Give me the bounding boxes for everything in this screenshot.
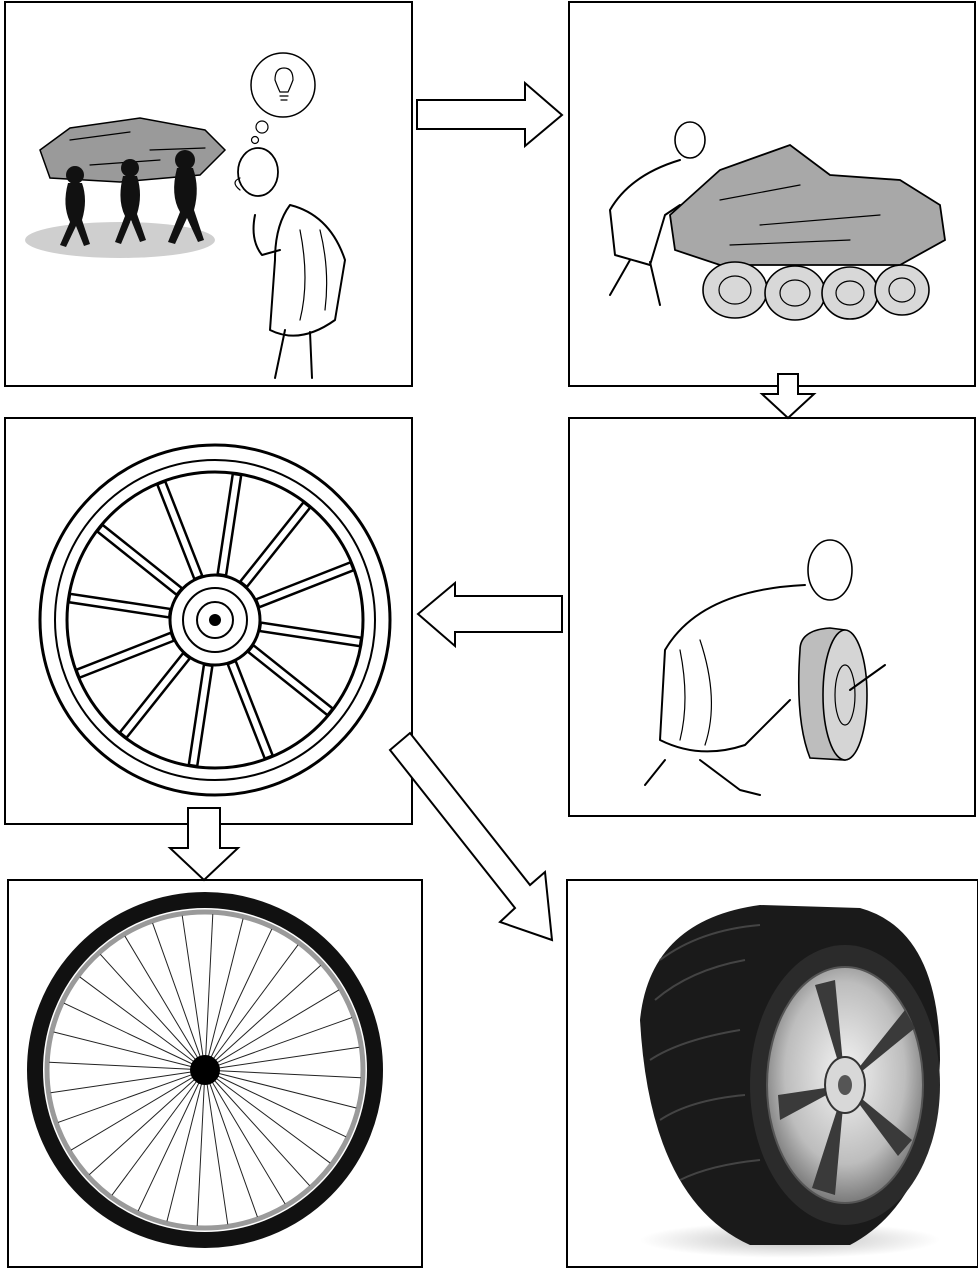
bicycle-spoke [50, 1071, 192, 1094]
bicycle-spoke [206, 1083, 229, 1225]
bicycle-spoke [215, 1077, 331, 1164]
arrow-rollers-to-carving [759, 373, 817, 420]
bicycle-spoke [205, 914, 214, 1057]
panel-carving [568, 417, 976, 817]
wooden-spoke-highlight [99, 526, 181, 594]
wooden-spoke-highlight [158, 482, 201, 578]
bicycle-spoke [88, 1079, 195, 1176]
bicycle-spoke [212, 944, 299, 1060]
wooden-spoked-wheel-icon [38, 443, 392, 797]
wooden-spoke-highlight [229, 662, 272, 758]
bicycle-spoke [216, 989, 340, 1064]
bicycle-spoke [53, 1031, 192, 1068]
bicycle-spoke [111, 1080, 198, 1196]
man-carving-log-wheel-icon [644, 539, 886, 796]
wooden-spoke-highlight [257, 563, 353, 606]
rock-on-log-rollers-icon [609, 121, 946, 321]
wooden-spoke-highlight [190, 666, 211, 765]
bicycle-spoke [124, 935, 199, 1059]
bicycle-spoke [57, 1074, 192, 1123]
arrow-idea-to-rollers [416, 80, 564, 149]
car-tire-icon [640, 905, 940, 1258]
panel-bicycle-wheel [7, 879, 423, 1268]
bicycle-spoke [79, 976, 195, 1063]
panel-rollers [568, 1, 976, 387]
bicycle-spoke [211, 1081, 286, 1205]
arrow-spoked-wheel-to-car-tire [388, 731, 554, 942]
bicycle-spoke [218, 1070, 361, 1079]
bicycle-spoke [218, 1072, 357, 1109]
bicycle-spoke [49, 1061, 192, 1070]
bicycle-wheel-icon [27, 892, 383, 1248]
panel-idea [4, 1, 413, 387]
bicycle-spoke [137, 1082, 200, 1212]
arrow-spoked-wheel-to-bicycle-wheel [167, 807, 241, 882]
bicycle-spoke [152, 922, 201, 1057]
bicycle-spoke [70, 1076, 194, 1151]
bicycle-spoke [217, 1075, 347, 1138]
panel-car-tire [566, 879, 978, 1268]
caveman-carrying-rock-icon [25, 117, 227, 258]
bicycle-spoke [207, 918, 244, 1057]
wooden-spoke-highlight [121, 654, 189, 736]
bicycle-spoke [214, 1080, 311, 1187]
bicycle-spoke [196, 1083, 205, 1226]
wooden-spoke-highlight [70, 595, 169, 616]
wooden-spoke-highlight [77, 634, 173, 677]
panel-spoked-wheel [4, 417, 413, 825]
thinking-man-icon [234, 52, 346, 379]
arrow-carving-to-spoked-wheel [416, 580, 563, 649]
bicycle-spoke [99, 953, 196, 1060]
bicycle-spoke [218, 1017, 353, 1066]
wooden-spoke-highlight [241, 504, 309, 586]
bicycle-spoke [209, 1083, 258, 1218]
bicycle-spoke [181, 915, 204, 1057]
bicycle-spoke [166, 1083, 203, 1222]
bicycle-spoke [63, 1002, 193, 1065]
wooden-spoke-highlight [261, 624, 360, 645]
bicycle-spoke [215, 964, 322, 1061]
wooden-spoke-highlight [249, 646, 331, 714]
wooden-spoke-highlight [219, 475, 240, 574]
bicycle-spoke [210, 928, 273, 1058]
bicycle-spoke [218, 1046, 360, 1069]
